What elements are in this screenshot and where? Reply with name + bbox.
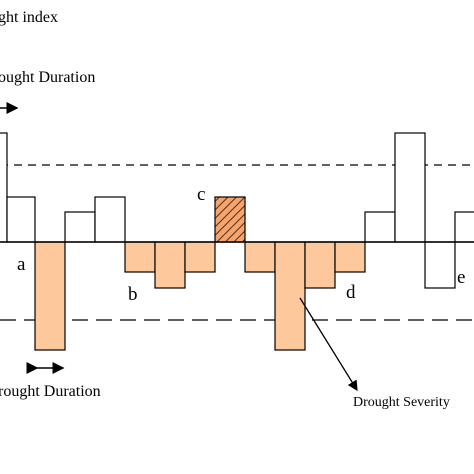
positive-bar <box>394 132 426 243</box>
positive-bar <box>0 132 8 243</box>
event-label-e: e <box>457 267 465 288</box>
event-label-a: a <box>17 254 26 275</box>
hatched-bar-c <box>214 196 246 243</box>
positive-bar <box>454 211 474 243</box>
drought-bars <box>34 241 366 351</box>
drought-bar-b1 <box>124 241 156 273</box>
severity-label: Drought Severity <box>353 395 450 410</box>
positive-bars <box>0 132 474 243</box>
event-label-c: c <box>197 184 205 205</box>
positive-bar <box>64 211 96 243</box>
drought-bar-d1 <box>244 241 276 273</box>
severity-arrow <box>299 297 358 392</box>
drought-bar-b2 <box>154 241 186 289</box>
drought-bar-d2 <box>274 241 306 351</box>
positive-bar <box>6 196 36 243</box>
negative-bar-white <box>424 241 456 289</box>
y-axis-title: ght index <box>0 9 58 26</box>
event-label-d: d <box>346 282 356 303</box>
duration-bottom-label: rought Duration <box>0 383 101 400</box>
event-label-b: b <box>128 284 138 305</box>
positive-bar <box>364 211 396 243</box>
drought-bar-b3 <box>184 241 216 273</box>
drought-bar-d4 <box>334 241 366 273</box>
duration-top-label: ought Duration <box>0 69 95 86</box>
drought-bar-d3 <box>304 241 336 289</box>
positive-bar <box>94 196 126 243</box>
drought-bar-a <box>34 241 66 351</box>
